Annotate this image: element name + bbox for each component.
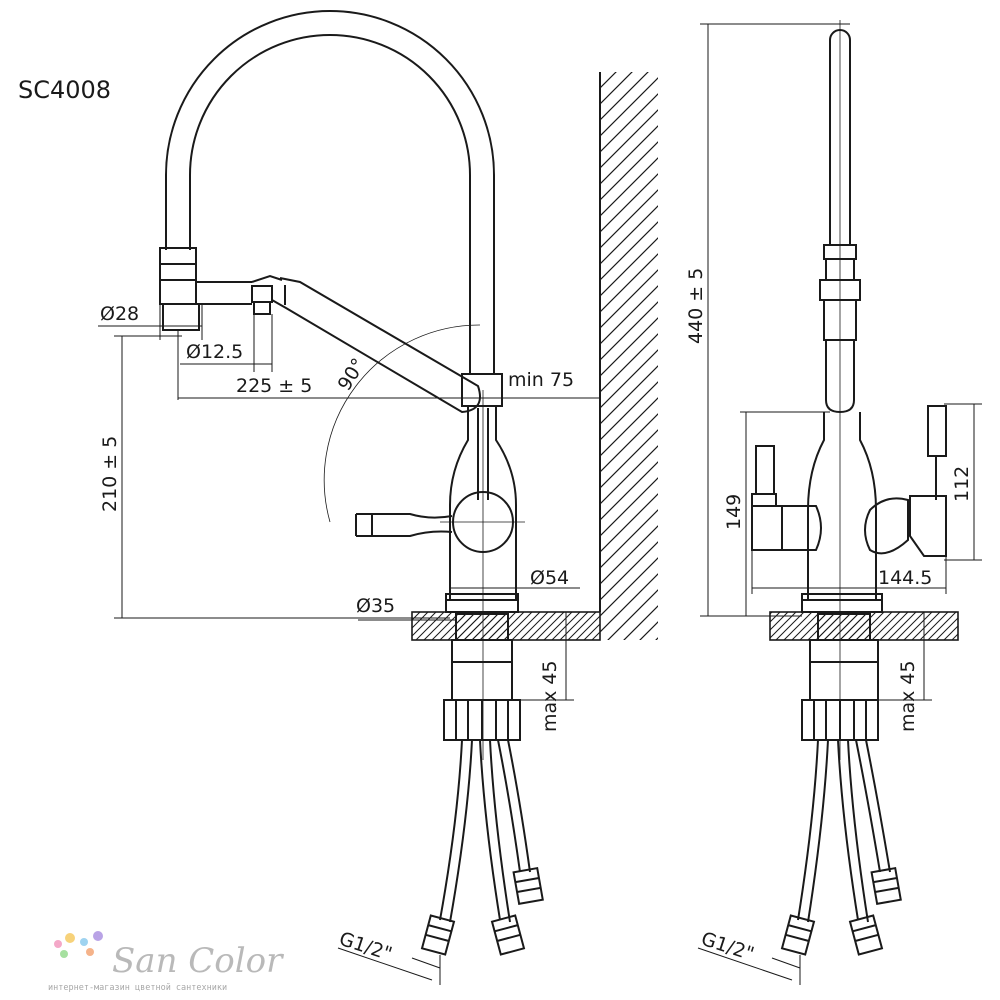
logo-dot — [65, 933, 75, 943]
side-view — [159, 10, 658, 956]
dim-max-45-left: max 45 — [539, 660, 561, 732]
dim-reach: 225 ± 5 — [236, 375, 312, 397]
dim-width-144-5: 144.5 — [878, 567, 932, 589]
dim-min-75: min 75 — [508, 369, 574, 391]
filter-spout-arm — [271, 277, 481, 414]
watermark-tagline: интернет-магазин цветной сантехники — [48, 983, 227, 993]
dim-thread-left: G1/2" — [336, 928, 394, 966]
spout-outlet — [159, 247, 283, 331]
dim-handle-height-112: 112 — [951, 466, 973, 502]
dim-diameter-12-5: Ø12.5 — [186, 341, 243, 363]
logo-dot — [60, 950, 68, 958]
dim-diameter-54: Ø54 — [530, 567, 569, 589]
dim-spout-height: 210 ± 5 — [99, 436, 121, 512]
wall — [599, 72, 658, 640]
logo-dot — [86, 948, 94, 956]
watermark-logo: San Color интернет-магазин цветной санте… — [48, 931, 284, 993]
faucet-body — [355, 373, 519, 613]
watermark-brand: San Color — [112, 941, 284, 981]
dim-diameter-28: Ø28 — [100, 303, 139, 325]
logo-dot — [80, 938, 88, 946]
spout-arc — [165, 10, 495, 375]
model-label: SC4008 — [18, 76, 111, 104]
center-lines-left — [323, 324, 525, 760]
dim-diameter-35: Ø35 — [356, 595, 395, 617]
front-view — [751, 29, 959, 956]
shank — [443, 613, 521, 741]
hoses-right — [780, 739, 902, 956]
dim-max-45-right: max 45 — [897, 660, 919, 732]
hoses-left — [420, 739, 544, 956]
logo-dot — [54, 940, 62, 948]
dim-handle-height-149: 149 — [723, 494, 745, 530]
dimension-lines-left — [98, 304, 600, 985]
dim-thread-right: G1/2" — [698, 928, 756, 966]
faucet-body-front — [751, 405, 947, 613]
dim-total-height: 440 ± 5 — [685, 268, 707, 344]
logo-dot — [93, 931, 103, 941]
dimension-lines-right — [697, 20, 982, 985]
dim-angle: 90° — [334, 354, 371, 394]
